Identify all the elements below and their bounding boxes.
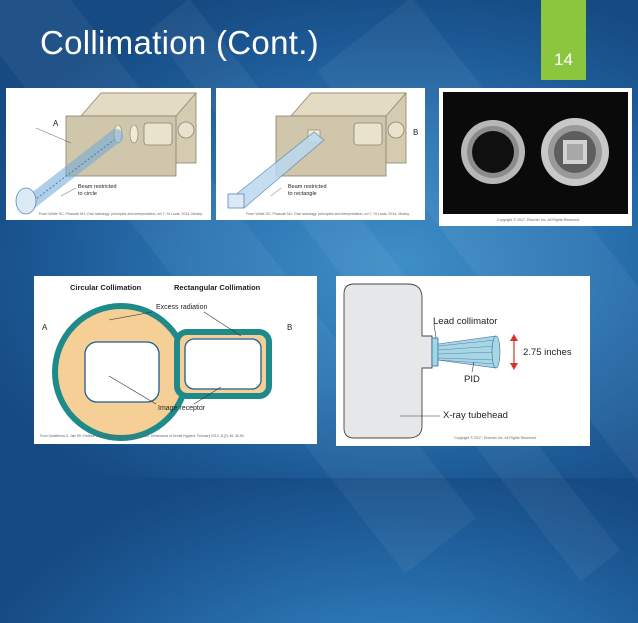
dimension-label: 2.75 inches — [523, 347, 572, 358]
panel-tubehead: Lead collimator 2.75 inches PID X-ray tu… — [336, 276, 590, 446]
tubehead-diagram — [343, 283, 518, 439]
tubehead-label: X-ray tubehead — [443, 410, 508, 421]
source-caption: From White SC, Pharoah MJ: Oral radiolog… — [39, 212, 203, 216]
rectangle-device-illustration — [227, 92, 407, 209]
panel-label-b: B — [413, 128, 419, 137]
annotation-line-1: Beam restricted — [288, 184, 327, 190]
annotation-line-2: to rectangle — [288, 191, 317, 197]
heading-rectangular: Rectangular Collimation — [174, 283, 261, 292]
excess-radiation-label: Excess radiation — [156, 304, 208, 311]
collimator-photo-image — [461, 118, 609, 186]
heading-circular: Circular Collimation — [70, 283, 142, 292]
annotation-line-2: to circle — [78, 191, 97, 197]
circle-device-illustration — [15, 92, 197, 215]
copyright-caption: Copyright © 2017, Elsevier Inc. All Righ… — [497, 218, 580, 222]
tubehead-body — [343, 283, 433, 439]
slide-number: 14 — [554, 50, 573, 69]
panel-circle-beam: A Beam restricted to circle From White S… — [6, 88, 211, 220]
slide-number-tab: 14 — [541, 0, 586, 80]
collimation-diagram — [52, 303, 272, 441]
panel-rectangle-beam: B Beam restricted to rectangle From Whit… — [216, 88, 425, 220]
source-caption: From Gadelhena G, Jain RK: Reduce radiat… — [40, 434, 245, 438]
pid-label: PID — [464, 374, 480, 385]
lead-collimator-label: Lead collimator — [433, 316, 498, 327]
slide-title: Collimation (Cont.) — [40, 24, 319, 61]
panel-collimation-comparison: Circular Collimation Rectangular Collima… — [34, 276, 317, 444]
panel-label-a: A — [53, 119, 59, 128]
collimator-photo — [443, 92, 628, 214]
copyright-caption: Copyright © 2017, Elsevier Inc. All Righ… — [454, 436, 537, 440]
circular-receptor — [84, 341, 160, 403]
rectangular-receptor — [184, 338, 262, 390]
lead-collimator-disc — [431, 337, 439, 367]
annotation-line-1: Beam restricted — [78, 184, 117, 190]
label-b: B — [287, 323, 293, 332]
source-caption: From White SC, Pharoah MJ: Oral radiolog… — [246, 212, 410, 216]
label-a: A — [42, 323, 48, 332]
panel-photo: Copyright © 2017, Elsevier Inc. All Righ… — [439, 88, 632, 226]
image-receptor-label: Image receptor — [158, 405, 206, 412]
